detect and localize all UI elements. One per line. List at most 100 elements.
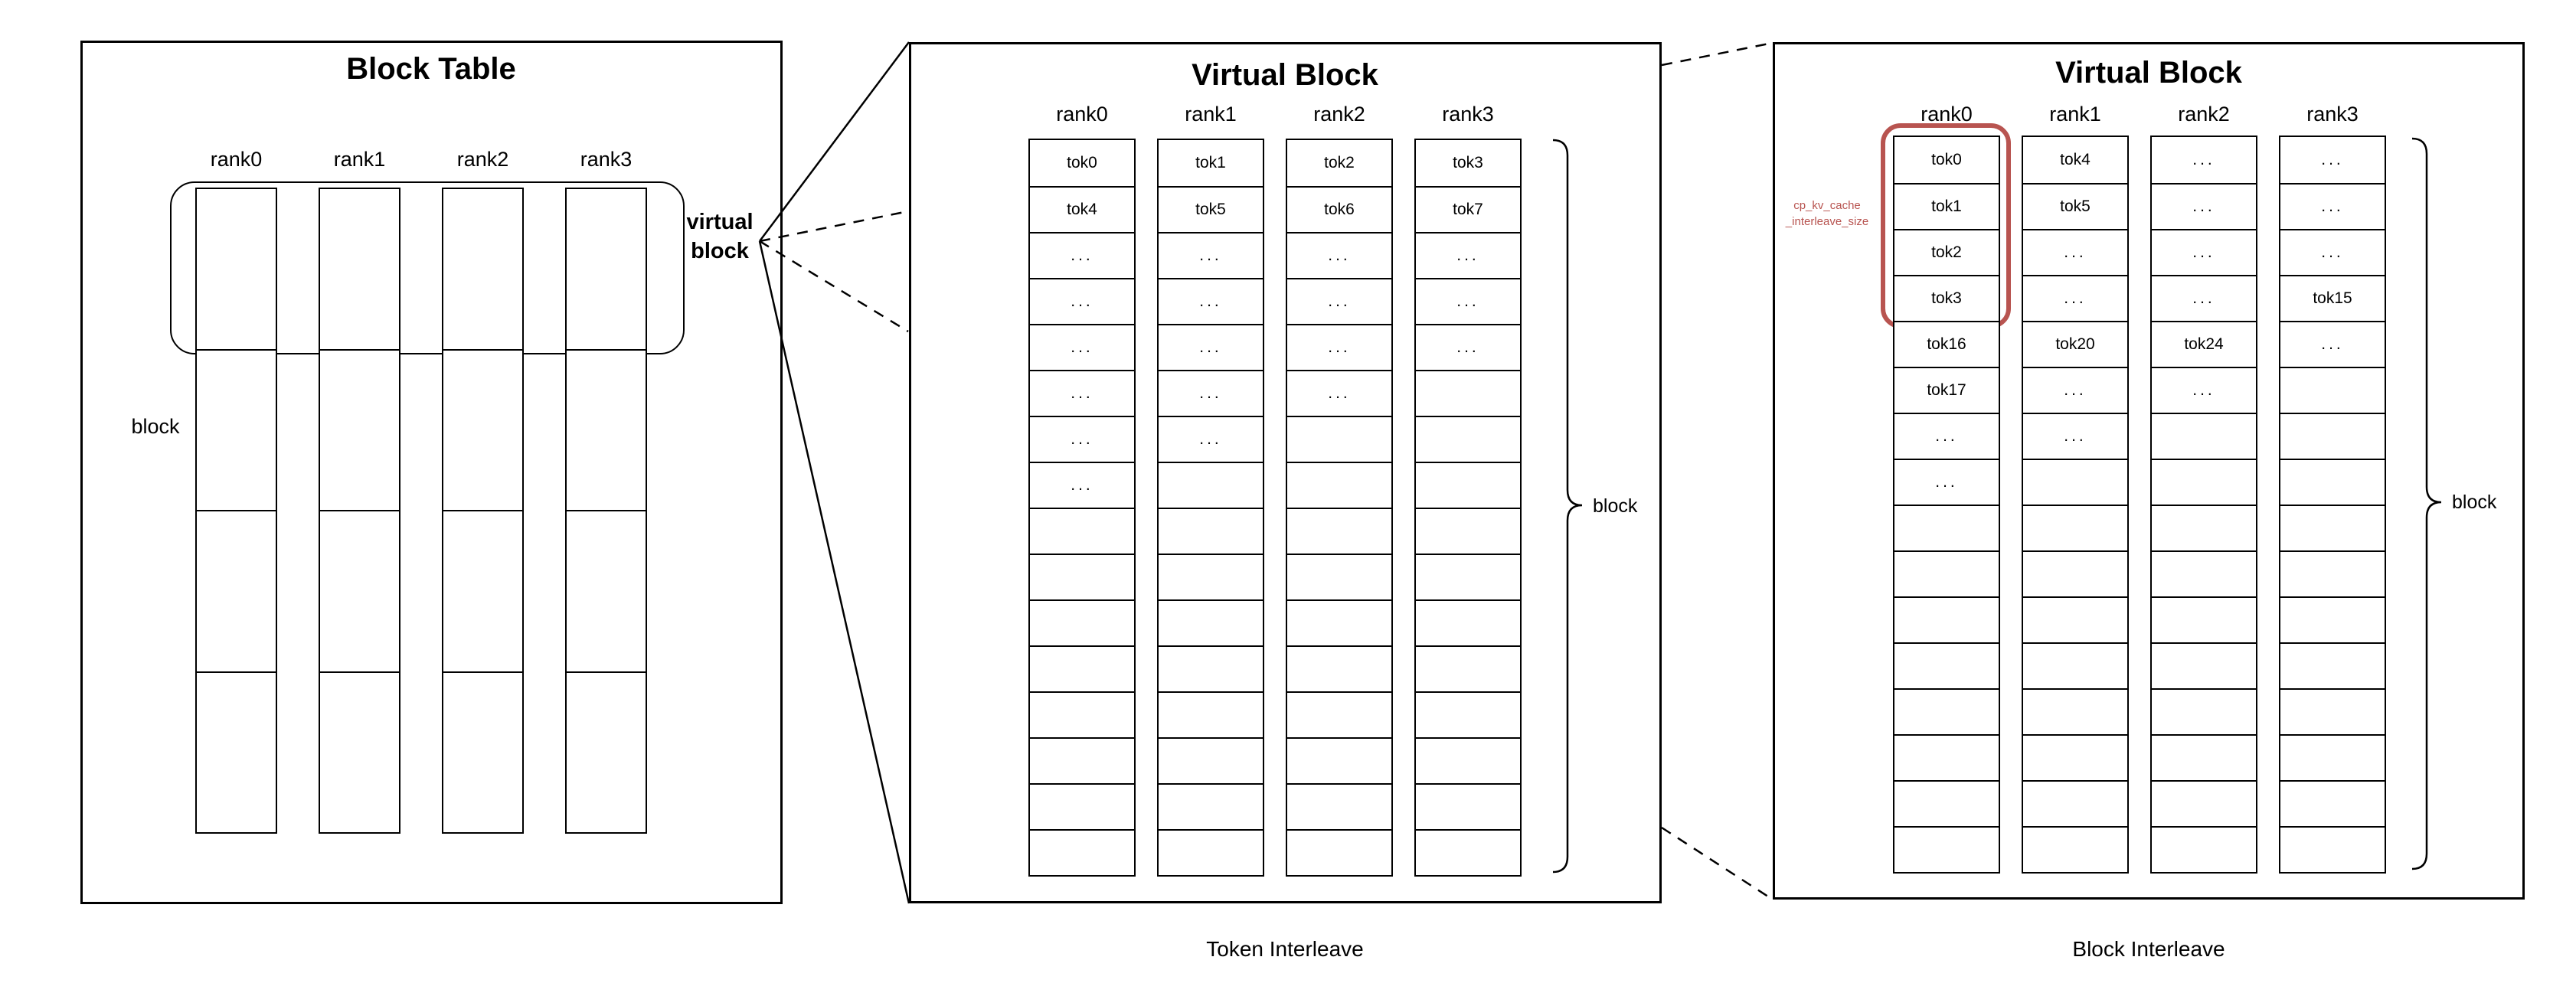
token-cell bbox=[2152, 505, 2256, 550]
virtual-block-outline bbox=[170, 181, 685, 354]
token-cell bbox=[1894, 596, 1999, 642]
panel-link-dashed-bottom bbox=[1661, 826, 1773, 901]
block-table-block bbox=[197, 189, 276, 349]
token-cell: ... bbox=[1030, 278, 1134, 324]
token-cell bbox=[1030, 737, 1134, 783]
token-cell: tok1 bbox=[1894, 183, 1999, 229]
token-cell: ... bbox=[1159, 416, 1263, 462]
block-interleave-panel bbox=[1773, 42, 2525, 900]
token-cell: ... bbox=[1416, 232, 1520, 278]
token-cell: ... bbox=[1287, 278, 1391, 324]
block-table-rank-column bbox=[442, 188, 524, 834]
token-cell bbox=[1287, 554, 1391, 599]
block-table-block bbox=[197, 671, 276, 833]
token-cell bbox=[1287, 737, 1391, 783]
token-interleave-rank-column: tok2 tok6............ bbox=[1286, 139, 1393, 877]
token-cell bbox=[1416, 783, 1520, 829]
token-cell bbox=[1416, 416, 1520, 462]
token-cell bbox=[2280, 780, 2385, 826]
token-cell bbox=[2280, 367, 2385, 413]
token-cell bbox=[2280, 505, 2385, 550]
token-cell bbox=[1287, 829, 1391, 875]
token-cell: tok15 bbox=[2280, 275, 2385, 321]
token-cell: ... bbox=[2152, 367, 2256, 413]
token-cell: ... bbox=[1416, 324, 1520, 370]
token-cell bbox=[1416, 645, 1520, 691]
token-cell: ... bbox=[1287, 324, 1391, 370]
token-cell bbox=[1030, 645, 1134, 691]
token-cell bbox=[1159, 554, 1263, 599]
token-cell: tok3 bbox=[1894, 275, 1999, 321]
token-cell bbox=[1287, 599, 1391, 645]
token-cell: tok6 bbox=[1287, 186, 1391, 232]
token-cell: tok20 bbox=[2023, 321, 2127, 367]
token-cell bbox=[1416, 737, 1520, 783]
token-cell bbox=[2152, 734, 2256, 780]
token-cell: ... bbox=[2152, 183, 2256, 229]
token-cell: ... bbox=[1030, 324, 1134, 370]
token-cell bbox=[2280, 642, 2385, 688]
token-cell bbox=[1159, 508, 1263, 554]
token-cell bbox=[2152, 459, 2256, 505]
block-table-block bbox=[443, 671, 522, 833]
token-cell bbox=[2152, 826, 2256, 872]
block-table-rank-label: rank3 bbox=[580, 148, 633, 171]
token-cell bbox=[2023, 734, 2127, 780]
token-cell bbox=[1159, 691, 1263, 737]
token-cell bbox=[1894, 505, 1999, 550]
block-table-rank-column bbox=[195, 188, 277, 834]
block-table-block bbox=[567, 348, 646, 511]
token-cell: tok2 bbox=[1894, 229, 1999, 275]
token-cell bbox=[1416, 508, 1520, 554]
token-cell: tok5 bbox=[1159, 186, 1263, 232]
token-cell bbox=[2280, 459, 2385, 505]
token-cell bbox=[1894, 688, 1999, 734]
token-cell: tok2 bbox=[1324, 154, 1355, 171]
token-cell bbox=[2280, 826, 2385, 872]
cp-kv-cache-interleave-label: cp_kv_cache _interleave_size bbox=[1785, 199, 1869, 228]
token-interleave-rank-label: rank3 bbox=[1442, 103, 1494, 126]
token-cell: tok7 bbox=[1416, 186, 1520, 232]
token-cell: ... bbox=[1416, 278, 1520, 324]
block-table-title: Block Table bbox=[346, 52, 516, 86]
token-cell: ... bbox=[2280, 229, 2385, 275]
block-interleave-rank-column: .........tok15... bbox=[2279, 136, 2386, 874]
token-cell: ... bbox=[2321, 151, 2344, 168]
token-cell bbox=[2280, 734, 2385, 780]
token-cell bbox=[1894, 734, 1999, 780]
token-cell bbox=[1894, 826, 1999, 872]
token-cell: ... bbox=[2152, 275, 2256, 321]
token-cell bbox=[2152, 413, 2256, 459]
block-table-block bbox=[320, 348, 399, 511]
block-interleave-brace-label: block bbox=[2452, 492, 2497, 513]
token-cell: ... bbox=[1287, 370, 1391, 416]
token-cell bbox=[2152, 642, 2256, 688]
token-cell: tok0 bbox=[1067, 154, 1097, 171]
token-cell: ... bbox=[2023, 275, 2127, 321]
token-cell bbox=[1030, 691, 1134, 737]
token-cell: ... bbox=[1030, 462, 1134, 508]
block-interleave-title: Virtual Block bbox=[2055, 56, 2242, 90]
token-cell: ... bbox=[1287, 232, 1391, 278]
token-cell bbox=[2023, 596, 2127, 642]
token-cell bbox=[1416, 599, 1520, 645]
block-table-rank-column bbox=[565, 188, 647, 834]
token-cell: tok0 bbox=[1931, 151, 1962, 168]
block-table-block bbox=[567, 671, 646, 833]
token-cell bbox=[1287, 462, 1391, 508]
token-cell: ... bbox=[1894, 413, 1999, 459]
token-cell: ... bbox=[1159, 370, 1263, 416]
block-interleave-rank-label: rank0 bbox=[1921, 103, 1973, 126]
token-cell bbox=[2023, 459, 2127, 505]
token-cell: ... bbox=[1159, 232, 1263, 278]
token-cell: ... bbox=[1894, 459, 1999, 505]
block-interleave-rank-label: rank1 bbox=[2049, 103, 2101, 126]
token-cell: tok17 bbox=[1894, 367, 1999, 413]
token-cell: ... bbox=[2023, 229, 2127, 275]
block-table-block bbox=[567, 189, 646, 349]
token-interleave-title: Virtual Block bbox=[1192, 58, 1378, 92]
token-cell: tok24 bbox=[2152, 321, 2256, 367]
block-interleave-rank-label: rank2 bbox=[2178, 103, 2230, 126]
